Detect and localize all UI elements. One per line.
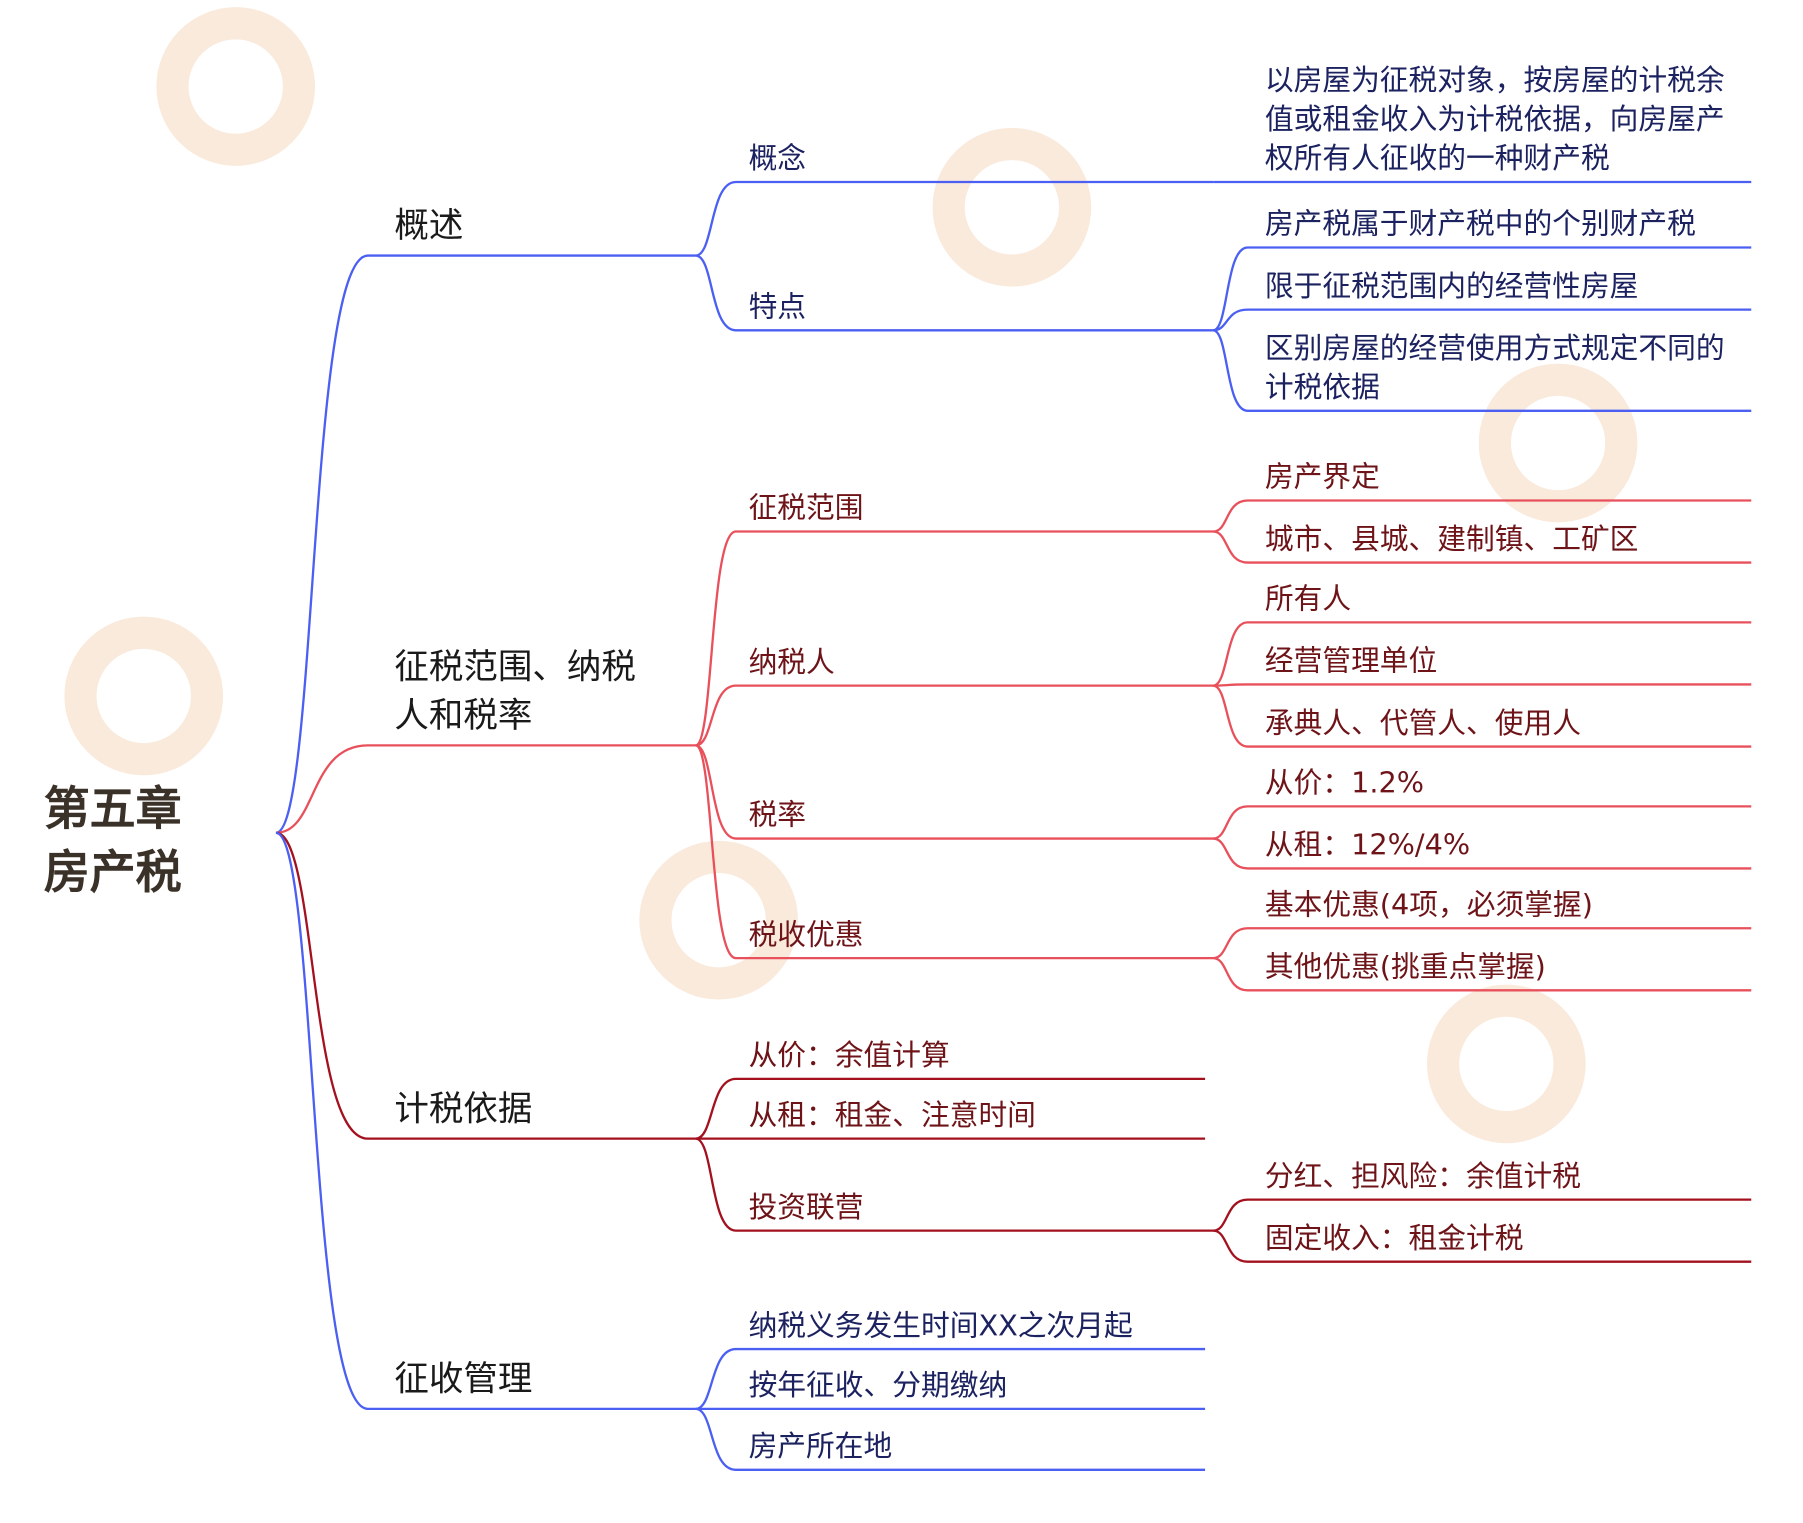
- subtopic[interactable]: 纳税义务发生时间XX之次月起: [749, 1308, 1133, 1342]
- leaf[interactable]: 所有人: [1265, 582, 1351, 616]
- subtopic-connector: [695, 744, 1214, 960]
- leaf-connector: [1212, 805, 1752, 840]
- leaf-connector: [1212, 837, 1752, 870]
- topic-1[interactable]: 征税范围、纳税: [394, 648, 635, 688]
- topic-0[interactable]: 概述: [394, 206, 463, 246]
- topic-2[interactable]: 计税依据: [394, 1089, 532, 1129]
- leaf[interactable]: 值或租金收入为计税依据，向房屋产: [1265, 102, 1725, 136]
- subtopic-connector: [695, 684, 1214, 747]
- subtopic[interactable]: 从价：余值计算: [749, 1038, 950, 1072]
- connectors: [275, 180, 1752, 1471]
- leaf[interactable]: 城市、县城、建制镇、工矿区: [1265, 522, 1639, 556]
- root-title[interactable]: 房产税: [44, 845, 182, 899]
- leaf-connector: [1212, 956, 1752, 992]
- leaf[interactable]: 权所有人征收的一种财产税: [1265, 141, 1610, 175]
- leaf[interactable]: 其他优惠(挑重点掌握): [1265, 950, 1546, 984]
- leaf[interactable]: 房产界定: [1265, 460, 1380, 494]
- subtopic[interactable]: 征税范围: [749, 491, 864, 525]
- leaf-connector: [1212, 621, 1752, 687]
- subtopic-connector: [695, 254, 1214, 332]
- leaf[interactable]: 承典人、代管人、使用人: [1265, 706, 1581, 740]
- leaf[interactable]: 限于征税范围内的经营性房屋: [1265, 269, 1639, 303]
- leaf[interactable]: 从价：1.2%: [1265, 766, 1424, 800]
- leaf[interactable]: 基本优惠(4项，必须掌握): [1265, 887, 1593, 921]
- subtopic-connector: [695, 1077, 1206, 1140]
- subtopic[interactable]: 按年征收、分期缴纳: [749, 1368, 1008, 1402]
- leaf-connector: [1212, 1198, 1752, 1232]
- subtopic-connector: [695, 180, 1214, 257]
- branch-connector: [275, 831, 696, 1411]
- subtopic[interactable]: 纳税人: [749, 645, 835, 679]
- subtopic[interactable]: 税收优惠: [749, 917, 864, 951]
- subtopic-connector: [695, 530, 1214, 747]
- leaf-connector: [1212, 1229, 1752, 1263]
- leaf-connector: [1212, 499, 1752, 533]
- leaf-connector: [1212, 530, 1752, 564]
- topic-3[interactable]: 征收管理: [394, 1359, 532, 1399]
- branch-connector: [275, 744, 696, 834]
- leaf[interactable]: 从租：12%/4%: [1265, 828, 1470, 862]
- subtopic-connector: [695, 1407, 1206, 1471]
- leaf-connector: [1212, 308, 1752, 332]
- leaf-connector: [1212, 329, 1752, 412]
- subtopic[interactable]: 税率: [749, 798, 806, 832]
- leaf[interactable]: 固定收入：租金计税: [1265, 1221, 1524, 1255]
- leaf-connector: [1212, 927, 1752, 960]
- leaf-connector: [1212, 246, 1752, 332]
- subtopic[interactable]: 特点: [749, 289, 806, 323]
- subtopic-connector: [695, 1347, 1206, 1411]
- topic-1[interactable]: 人和税率: [394, 696, 532, 736]
- leaf[interactable]: 计税依据: [1265, 370, 1380, 404]
- leaf-connector: [1213, 683, 1752, 687]
- subtopic[interactable]: 从租：租金、注意时间: [749, 1098, 1036, 1132]
- watermarks: [64, 7, 1638, 1144]
- leaf[interactable]: 经营管理单位: [1265, 644, 1437, 678]
- root-title[interactable]: 第五章: [44, 782, 182, 836]
- leaf[interactable]: 区别房屋的经营使用方式规定不同的: [1265, 331, 1725, 365]
- leaf[interactable]: 房产税属于财产税中的个别财产税: [1265, 207, 1696, 241]
- subtopic[interactable]: 投资联营: [749, 1190, 864, 1224]
- subtopic[interactable]: 概念: [749, 141, 806, 175]
- subtopic-connector: [695, 1137, 1214, 1232]
- subtopic-connector: [695, 744, 1214, 840]
- leaf[interactable]: 以房屋为征税对象，按房屋的计税余: [1265, 63, 1725, 97]
- subtopic[interactable]: 房产所在地: [749, 1429, 893, 1463]
- leaf[interactable]: 分红、担风险：余值计税: [1265, 1159, 1581, 1193]
- leaf-connector: [1212, 684, 1752, 748]
- branch-connector: [275, 831, 696, 1140]
- branch-connector: [275, 254, 696, 834]
